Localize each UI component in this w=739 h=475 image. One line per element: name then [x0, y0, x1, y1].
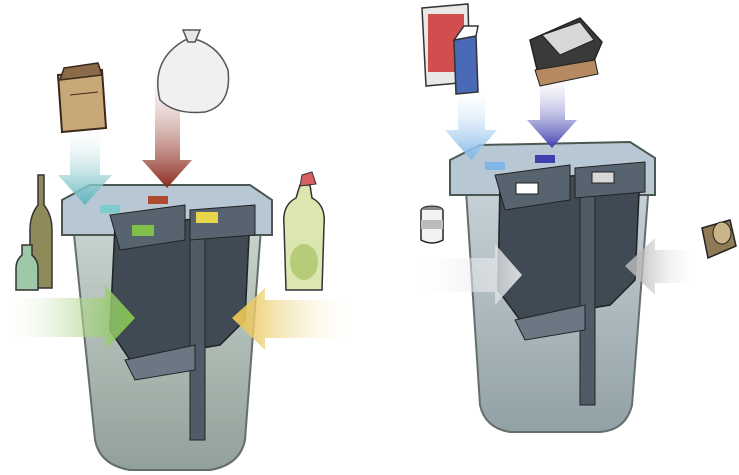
right-station-illustration [370, 0, 739, 475]
slot-marker-green [132, 225, 154, 236]
left-recycling-station [0, 0, 370, 475]
slot-marker-navy [535, 155, 555, 163]
slot-marker-yellow [196, 212, 218, 223]
slot-marker-red [148, 196, 168, 204]
left-station-illustration [0, 0, 370, 475]
right-recycling-station [370, 0, 739, 475]
trash-bag-icon [158, 30, 229, 113]
slot-marker-white [516, 183, 538, 194]
slot-marker-teal [100, 205, 120, 213]
newspapers-icon [530, 18, 602, 86]
crushed-can-icon [702, 220, 736, 258]
slot-marker-light-blue [485, 162, 505, 170]
paper-bag-icon [58, 63, 106, 132]
newspaper-arrow [527, 75, 577, 148]
glass-bottles-icon [16, 175, 52, 290]
tin-can-icon [421, 206, 443, 243]
plastic-bottle-icon [284, 172, 325, 290]
milk-carton-icon [422, 4, 478, 94]
slot-marker-grey [592, 172, 614, 183]
